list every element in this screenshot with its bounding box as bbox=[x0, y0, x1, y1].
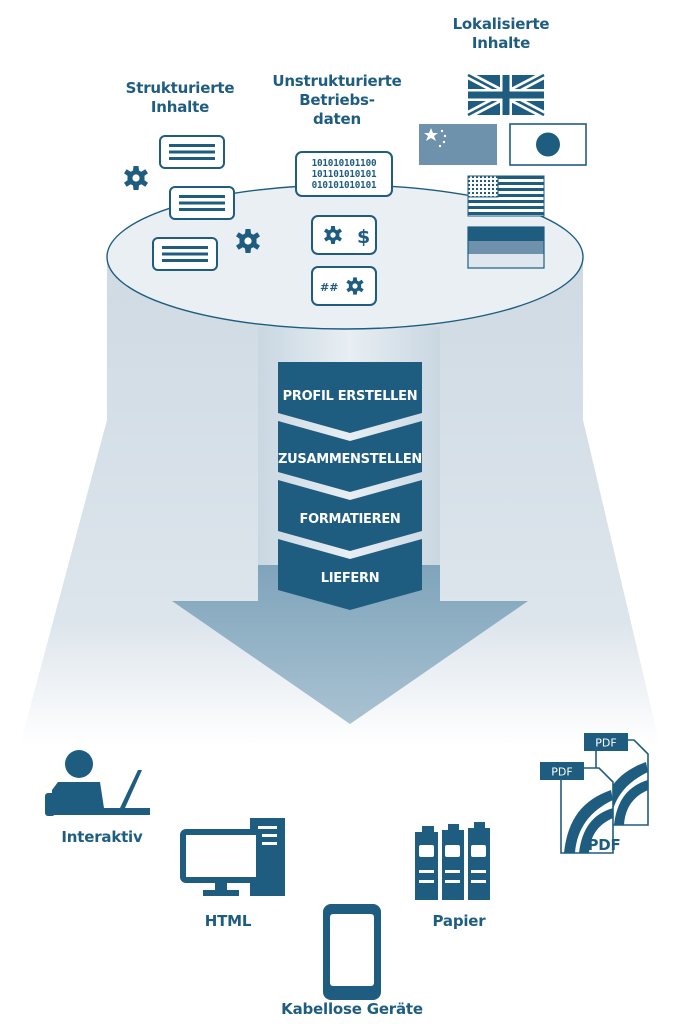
flag-icon-germany bbox=[467, 226, 545, 269]
label-wireless-devices: Kabellose Geräte bbox=[281, 1000, 423, 1018]
binary-line: 101010101100 bbox=[312, 158, 377, 169]
binary-line: 101101010101 bbox=[312, 169, 377, 180]
flag-icon-china bbox=[419, 124, 497, 165]
process-steps bbox=[278, 362, 422, 610]
dollar-icon: $ bbox=[357, 226, 370, 248]
pdf-file-icons: PDF PDF bbox=[540, 733, 649, 854]
label-interactive: Interaktiv bbox=[61, 828, 143, 846]
flag-icon-uk bbox=[466, 71, 546, 119]
label-localized-content: Lokalisierte Inhalte bbox=[452, 15, 550, 52]
label-structured-content: Strukturierte Inhalte bbox=[125, 79, 235, 116]
person-laptop-icon bbox=[45, 750, 150, 816]
process-arrow bbox=[172, 565, 528, 724]
pdf-tag: PDF bbox=[551, 766, 572, 779]
label-unstructured-data: Unstrukturierte Betriebs- daten bbox=[272, 72, 402, 128]
monitor-tower-icon bbox=[180, 818, 285, 896]
flag-icons bbox=[419, 71, 587, 269]
label-pdf: PDF bbox=[587, 836, 621, 854]
binary-line: 010101010101 bbox=[312, 180, 377, 191]
step-profile: PROFIL ERSTELLEN bbox=[282, 389, 418, 404]
pdf-tag: PDF bbox=[595, 737, 616, 750]
tablet-icon bbox=[323, 904, 381, 1000]
step-deliver: LIEFERN bbox=[320, 571, 380, 586]
step-assemble: ZUSAMMENSTELLEN bbox=[278, 452, 422, 467]
unstructured-data-icons: 101010101100 101101010101 010101010101 $… bbox=[295, 151, 393, 306]
binders-icon bbox=[415, 822, 490, 900]
hash-icon: ## bbox=[320, 281, 338, 294]
flag-icon-japan bbox=[509, 123, 587, 166]
label-html: HTML bbox=[204, 912, 252, 930]
label-paper: Papier bbox=[432, 912, 486, 930]
step-format: FORMATIEREN bbox=[299, 512, 401, 527]
pdf-file-icon: PDF bbox=[540, 762, 614, 854]
flag-icon-usa bbox=[467, 175, 545, 217]
